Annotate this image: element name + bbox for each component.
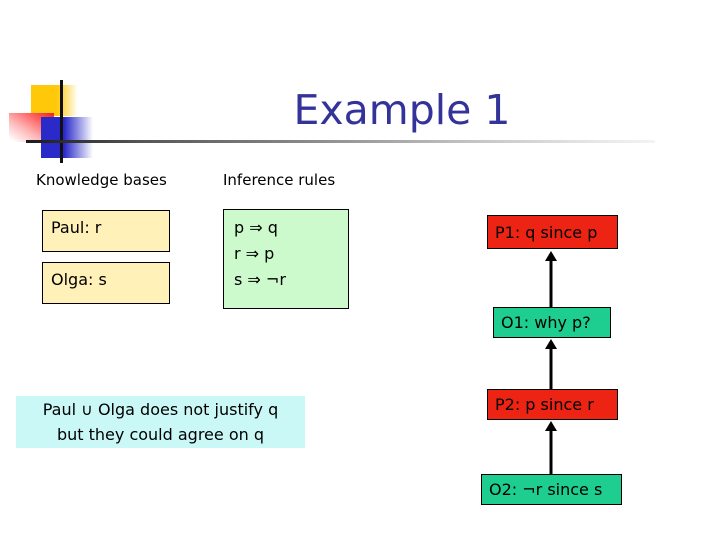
note-box: Paul ∪ Olga does not justify q but they … (16, 396, 305, 448)
knowledge-bases-label: Knowledge bases (36, 171, 167, 189)
arrow-shaft (549, 429, 553, 474)
arrow-o2-to-p2-icon (545, 421, 557, 474)
dialogue-box-p1: P1: q since p (487, 215, 618, 249)
arrow-shaft (549, 259, 553, 307)
knowledge-base-olga-label: Olga: s (51, 270, 107, 289)
dialogue-box-o2: O2: ¬r since s (481, 474, 622, 505)
arrow-shaft (549, 347, 553, 389)
note-line-2: but they could agree on q (56, 425, 264, 444)
slide-title: Example 1 (293, 86, 511, 134)
knowledge-base-olga: Olga: s (42, 262, 170, 304)
arrowhead-up-icon (545, 339, 557, 349)
inference-rule: s ⇒ ¬r (234, 270, 286, 289)
knowledge-base-paul: Paul: r (42, 210, 170, 252)
knowledge-base-paul-label: Paul: r (51, 218, 102, 237)
dialogue-box-p2: P2: p since r (487, 389, 618, 420)
inference-rules-box: p ⇒ q r ⇒ p s ⇒ ¬r (223, 209, 349, 309)
decoration-yellow-square (31, 85, 78, 116)
decoration-vertical-line (60, 80, 63, 163)
dialogue-box-o2-label: O2: ¬r since s (489, 480, 603, 499)
arrowhead-up-icon (545, 421, 557, 431)
arrowhead-up-icon (545, 251, 557, 261)
arrow-p2-to-o1-icon (545, 339, 557, 389)
dialogue-box-p1-label: P1: q since p (495, 222, 598, 242)
arrow-o1-to-p1-icon (545, 251, 557, 307)
title-underline-rule (26, 140, 655, 143)
dialogue-box-o1: O1: why p? (493, 307, 611, 338)
decoration-blue-square (41, 117, 93, 158)
dialogue-box-p2-label: P2: p since r (495, 395, 594, 414)
inference-rule: r ⇒ p (234, 244, 275, 263)
dialogue-box-o1-label: O1: why p? (501, 313, 591, 332)
inference-rules-label: Inference rules (223, 171, 336, 189)
inference-rule: p ⇒ q (234, 218, 278, 237)
note-line-1: Paul ∪ Olga does not justify q (42, 400, 279, 419)
